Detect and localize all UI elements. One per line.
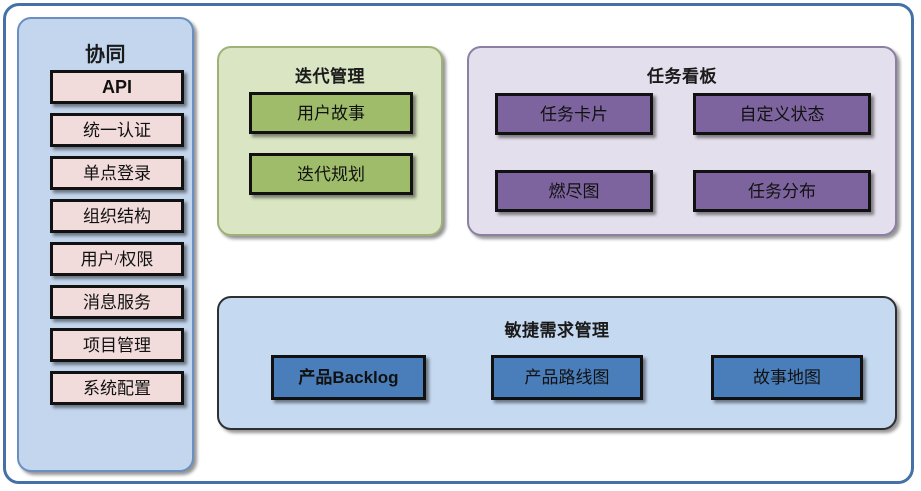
iteration-item-user-story[interactable]: 用户故事: [249, 92, 413, 134]
panel-iteration-management[interactable]: 迭代管理 用户故事 迭代规划: [217, 46, 443, 236]
sidebar-item-api[interactable]: API: [50, 70, 184, 104]
taskboard-item-task-card[interactable]: 任务卡片: [495, 93, 653, 135]
sidebar-item-unified-auth[interactable]: 统一认证: [50, 113, 184, 147]
agile-item-product-roadmap[interactable]: 产品路线图: [491, 355, 643, 400]
taskboard-item-task-distribution[interactable]: 任务分布: [693, 170, 871, 212]
sidebar-item-project-mgmt[interactable]: 项目管理: [50, 328, 184, 362]
panel-agile-requirements[interactable]: 敏捷需求管理 产品Backlog 产品路线图 故事地图: [217, 296, 897, 430]
iteration-item-iteration-planning[interactable]: 迭代规划: [249, 153, 413, 195]
sidebar-item-system-config[interactable]: 系统配置: [50, 371, 184, 405]
taskboard-item-custom-status[interactable]: 自定义状态: [693, 93, 871, 135]
sidebar-item-sso[interactable]: 单点登录: [50, 156, 184, 190]
panel-collaboration[interactable]: 协同 API 统一认证 单点登录 组织结构 用户/权限 消息服务 项目管理 系统…: [17, 17, 194, 472]
sidebar-item-message-service[interactable]: 消息服务: [50, 285, 184, 319]
panel-collaboration-title: 协同: [85, 44, 126, 66]
panel-agile-title: 敏捷需求管理: [504, 321, 610, 340]
outer-frame: [3, 3, 914, 484]
sidebar-item-user-permission[interactable]: 用户/权限: [50, 242, 184, 276]
agile-item-product-backlog[interactable]: 产品Backlog: [271, 355, 426, 400]
panel-iteration-title: 迭代管理: [295, 67, 365, 86]
panel-task-board[interactable]: 任务看板 任务卡片 自定义状态 燃尽图 任务分布: [467, 46, 897, 236]
sidebar-item-org-structure[interactable]: 组织结构: [50, 199, 184, 233]
agile-item-story-map[interactable]: 故事地图: [711, 355, 863, 400]
taskboard-item-burndown-chart[interactable]: 燃尽图: [495, 170, 653, 212]
panel-task-board-title: 任务看板: [647, 67, 717, 86]
